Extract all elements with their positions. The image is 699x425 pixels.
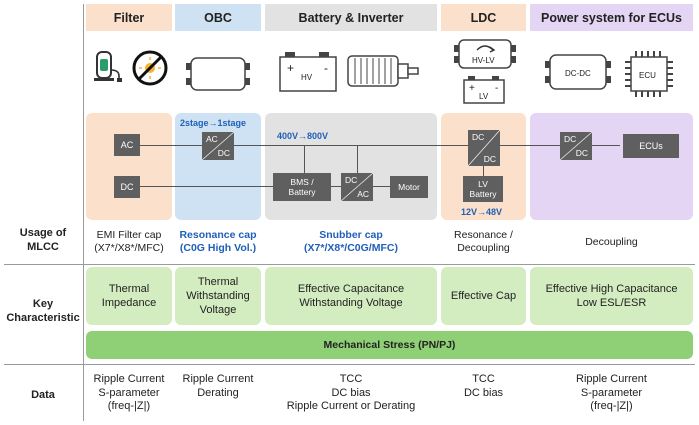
filter-panel [86, 113, 172, 220]
inverter-diagonal [340, 172, 374, 202]
hv-lv-label: HV-LV [472, 56, 495, 65]
ecu-header: Power system for ECUs [540, 10, 683, 25]
ecus-box: ECUs [623, 134, 679, 158]
divider-v1 [83, 4, 84, 421]
battery-header-bg [265, 4, 437, 31]
obc-header-bg [175, 4, 261, 31]
lv-battery-label2: Battery [469, 189, 497, 199]
ecu-dc2-label: DC [575, 148, 588, 158]
lv-battery-wire [483, 166, 484, 176]
battery-tap-wire [304, 145, 305, 173]
motor-box: Motor [390, 176, 428, 198]
obc-ac-label: AC [206, 134, 218, 144]
inverter-ac-label: AC [357, 189, 369, 199]
filter-dc-box: DC [114, 176, 140, 198]
bms-battery-box: BMS / Battery [273, 173, 331, 201]
data-row-label: Data [31, 389, 55, 401]
divider-h2 [4, 364, 695, 365]
obc-panel [175, 113, 261, 220]
filter-header-bg [86, 4, 172, 31]
divider-h1 [4, 264, 695, 265]
lv-battery-icon: + - LV [463, 76, 505, 104]
dcdc-label: DC-DC [565, 69, 591, 78]
inverter-tap-wire [357, 145, 358, 173]
ecu-chip-icon: ECU [625, 51, 673, 97]
usage-ecu: Decoupling [585, 236, 638, 248]
dc-dc-module-icon: DC-DC [545, 54, 611, 90]
bms-battery-label: Battery [288, 187, 316, 197]
ecu-header-bg [530, 4, 693, 31]
svg-text:-: - [324, 61, 328, 75]
usage-obc: Resonance cap(C0G High Vol.) [179, 229, 257, 254]
lv-battery-label: LV [478, 179, 488, 189]
obc-diagonal [201, 131, 235, 161]
dc-bus-wire [140, 186, 390, 187]
battery-inverter-header: Battery & Inverter [298, 10, 404, 25]
svg-text:+: + [287, 61, 294, 75]
motor-icon [347, 55, 419, 87]
lv-label: LV [479, 92, 489, 101]
hv-lv-converter-icon: HV-LV [454, 39, 516, 69]
usage-filter: EMI Filter cap(X7*/X8*/MFC) [94, 229, 164, 254]
usage-ldc: Resonance /Decoupling [454, 229, 513, 254]
ecu-label: ECU [639, 71, 656, 80]
no-solar-icon [132, 50, 168, 86]
obc-dc-label: DC [217, 148, 230, 158]
filter-ac-box: AC [114, 134, 140, 156]
charger-module-icon [186, 57, 250, 91]
svg-text:-: - [495, 83, 498, 94]
usage-battery-inverter: Snubber cap(X7*/X8*/C0G/MFC) [304, 229, 398, 254]
inverter-voltage-note: 400V→800V [277, 131, 329, 141]
hv-battery-icon: + - HV [279, 52, 337, 92]
obc-header: OBC [204, 10, 232, 25]
ev-charger-icon [94, 51, 122, 82]
ldc-dc1-label: DC [472, 132, 485, 142]
ldc-diagonal [467, 129, 501, 167]
svg-text:+: + [469, 83, 475, 94]
inverter-dc-label: DC [345, 175, 358, 185]
filter-header: Filter [113, 10, 145, 25]
battery-panel [265, 113, 437, 220]
hv-label: HV [301, 73, 313, 82]
ecu-dc1-label: DC [564, 134, 577, 144]
characteristic-ldc: Effective Cap [441, 267, 526, 325]
ecu-panel [530, 113, 693, 220]
bms-label: BMS / [290, 177, 314, 187]
ldc-dc2-label: DC [483, 154, 496, 164]
ldc-header-bg [441, 4, 526, 31]
ldc-voltage-note: 12V→48V [461, 207, 503, 217]
ac-bus-wire [140, 145, 620, 146]
mechanical-stress-bar: Mechanical Stress (PN/PJ) [86, 331, 693, 359]
obc-stage-note: 2stage→1stage [180, 118, 247, 128]
lv-battery-box: LV Battery [463, 176, 503, 202]
ldc-header: LDC [470, 10, 497, 25]
ecu-diagonal [559, 131, 593, 161]
